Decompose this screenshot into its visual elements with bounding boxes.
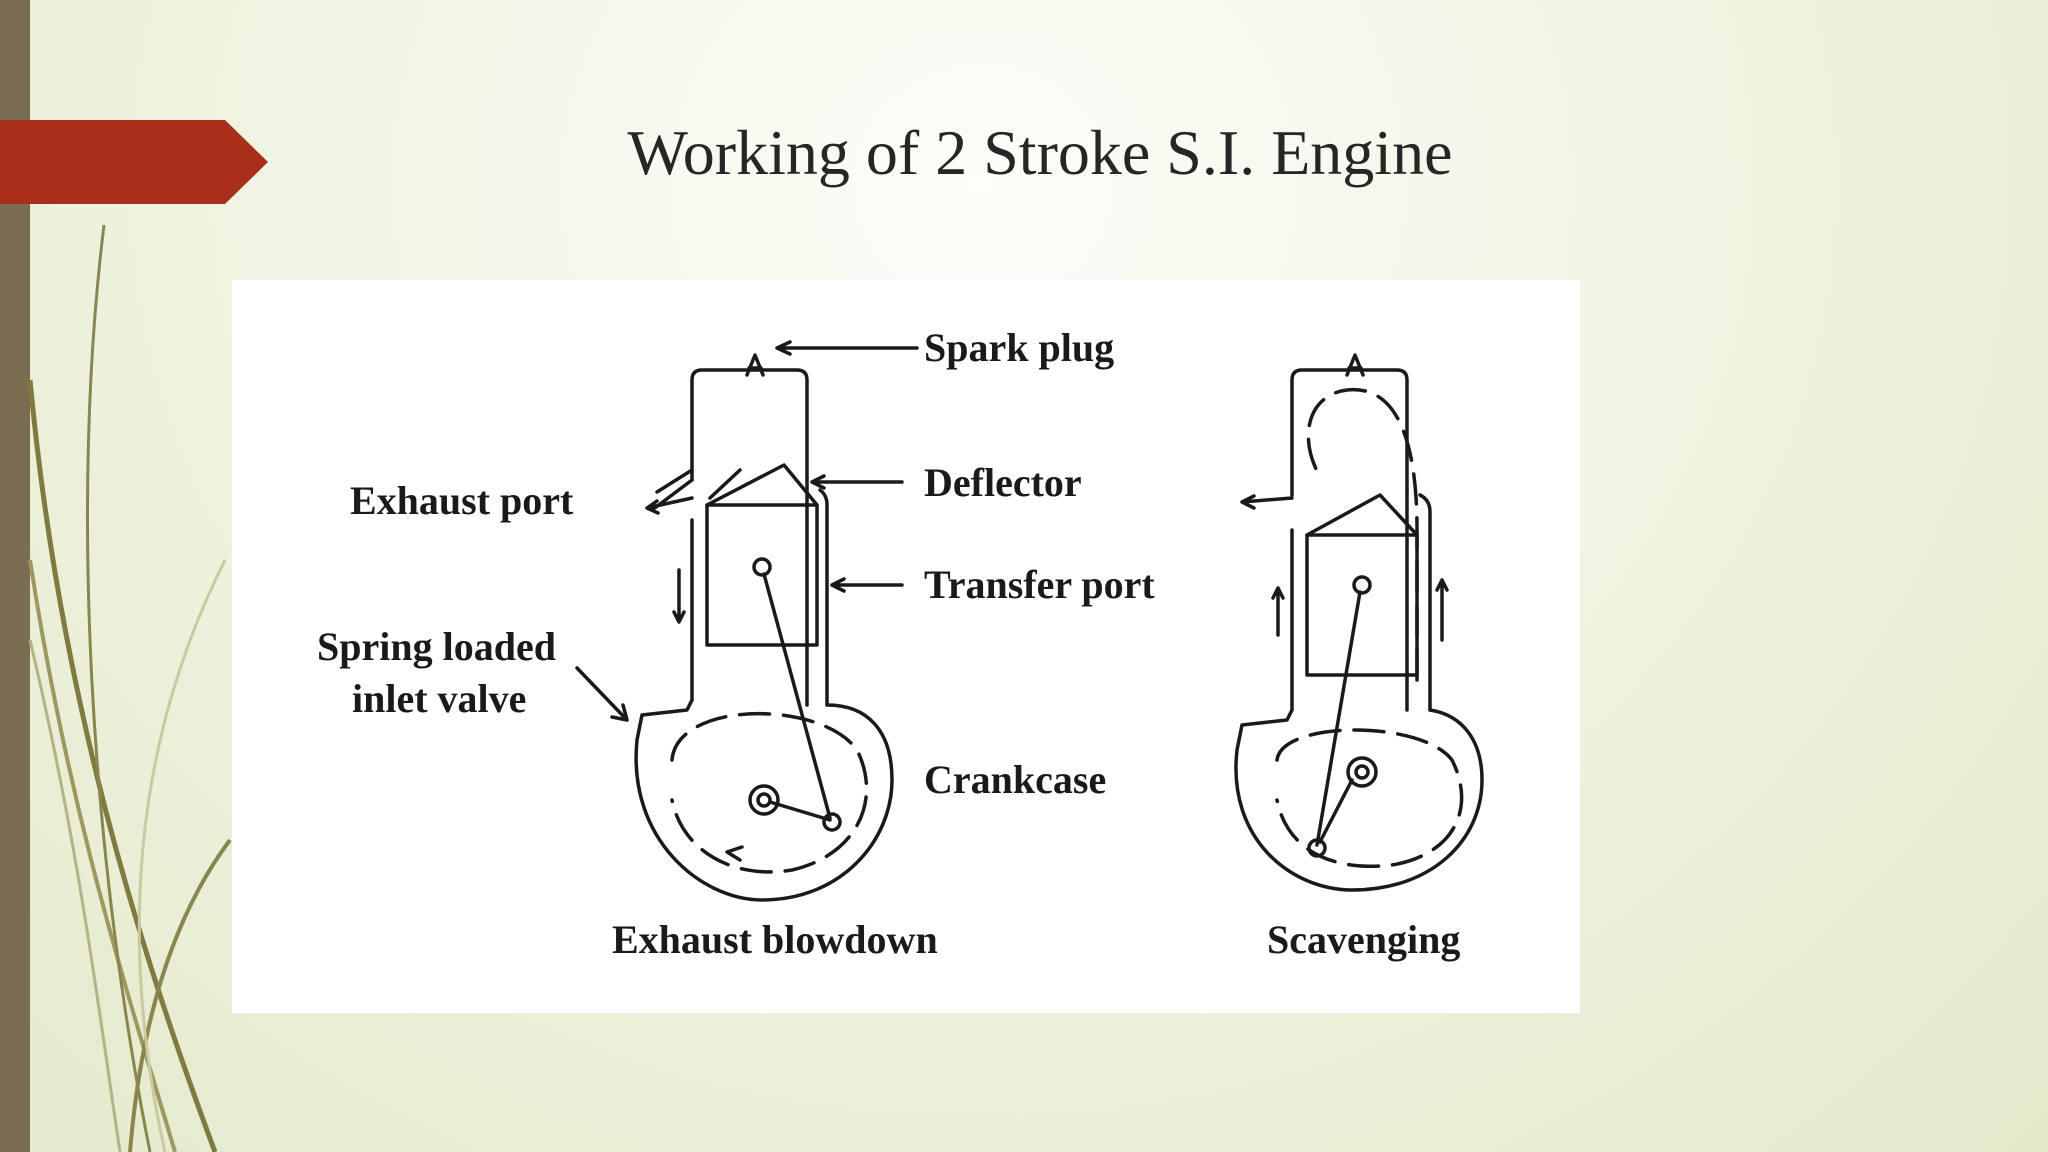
left-connecting-rod [762, 572, 832, 822]
label-exhaust-port: Exhaust port [350, 478, 574, 523]
engine-diagram-panel: Spark plug Deflector Exhaust port Transf… [232, 280, 1580, 1013]
right-crank-center [1346, 756, 1378, 788]
left-deflector [705, 463, 819, 507]
right-exhaust-arrow [1240, 494, 1294, 510]
caption-scavenging: Scavenging [1267, 917, 1460, 962]
right-crankcase [1234, 708, 1484, 892]
label-crankcase: Crankcase [924, 757, 1106, 802]
label-inlet-valve-line2: inlet valve [352, 676, 526, 721]
two-stroke-engine-diagram: Spark plug Deflector Exhaust port Transf… [317, 325, 1484, 962]
right-connecting-rod [1315, 590, 1362, 847]
left-piston [705, 503, 819, 647]
caption-exhaust-blowdown: Exhaust blowdown [612, 917, 938, 962]
left-crankcase [634, 698, 894, 902]
grass-blade-decoration [27, 224, 380, 1152]
left-engine-drawing [634, 353, 894, 902]
title-arrow-marker [0, 120, 268, 204]
left-crank-center [748, 784, 780, 816]
label-transfer-port: Transfer port [924, 562, 1155, 607]
right-cylinder-head [1290, 368, 1409, 497]
label-inlet-valve-line1: Spring loaded [317, 624, 556, 669]
right-engine-drawing [1234, 353, 1484, 892]
label-spark-plug: Spark plug [924, 325, 1114, 370]
left-exhaust-arrow [645, 496, 694, 515]
right-piston [1305, 533, 1419, 677]
left-spark-plug-icon [745, 353, 765, 377]
left-cylinder-head [690, 368, 809, 482]
slide-title: Working of 2 Stroke S.I. Engine [627, 117, 1453, 188]
left-transfer-passage [805, 478, 829, 707]
right-deflector [1305, 493, 1419, 537]
label-deflector: Deflector [924, 460, 1082, 505]
left-leader-lines [575, 340, 919, 722]
right-spark-plug-icon [1345, 353, 1365, 377]
